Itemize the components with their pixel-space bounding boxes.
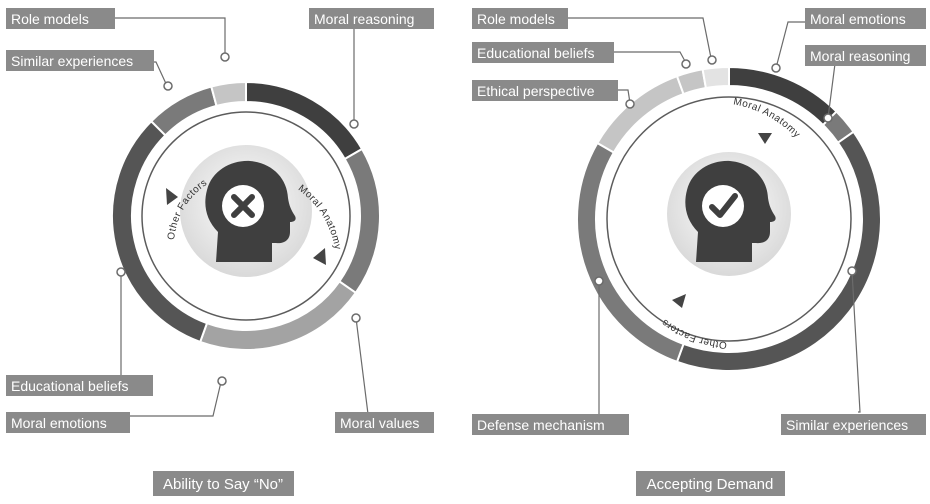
svg-text:Similar experiences: Similar experiences (11, 53, 133, 69)
left-segment-role-models (210, 80, 247, 108)
svg-text:Similar experiences: Similar experiences (786, 417, 908, 433)
svg-text:Moral emotions: Moral emotions (810, 11, 906, 27)
left-leader-moral-values (355, 317, 372, 415)
left-ring (111, 80, 381, 351)
right-dot-educational-beliefs (681, 59, 691, 69)
right-leader-ethical-perspective (618, 89, 631, 104)
left-dot-moral-reasoning (349, 119, 359, 129)
right-diagram: Moral Anatomy Other Factors Role models … (472, 8, 926, 496)
left-dot-moral-emotions (217, 376, 227, 386)
left-label-role-models: Role models (6, 8, 115, 29)
svg-text:Educational beliefs: Educational beliefs (11, 378, 129, 394)
svg-text:Ethical perspective: Ethical perspective (477, 83, 595, 99)
svg-text:Moral values: Moral values (340, 415, 419, 431)
left-diagram: Other Factors Moral Anatomy Role models … (6, 8, 434, 496)
cross-icon (222, 185, 264, 227)
right-label-role-models: Role models (472, 8, 568, 29)
left-leader-similar-experiences (154, 61, 169, 89)
left-dot-role-models (220, 52, 230, 62)
svg-text:Ability to Say “No”: Ability to Say “No” (163, 476, 283, 493)
left-dot-similar-experiences (163, 81, 173, 91)
right-inner-ring-line (606, 96, 852, 342)
left-leader-moral-emotions (130, 381, 222, 417)
right-leader-educational-beliefs (613, 51, 687, 64)
right-dot-moral-emotions (771, 63, 781, 73)
check-icon (702, 185, 744, 227)
right-segment-educational-beliefs (675, 68, 708, 96)
left-label-educational-beliefs: Educational beliefs (6, 375, 153, 396)
right-label-ethical-perspective: Ethical perspective (472, 80, 618, 101)
left-caption: Ability to Say “No” (153, 471, 294, 496)
right-leader-moral-emotions (775, 21, 806, 69)
right-leader-role-models (567, 17, 712, 59)
left-inner-ring-line (141, 111, 351, 321)
right-label-similar-experiences: Similar experiences (781, 414, 926, 435)
right-dot-role-models (707, 55, 717, 65)
left-leader-role-models (114, 17, 226, 54)
left-label-similar-experiences: Similar experiences (6, 50, 154, 71)
svg-text:Accepting Demand: Accepting Demand (647, 476, 774, 493)
svg-text:Moral reasoning: Moral reasoning (810, 48, 910, 64)
right-ring (576, 65, 882, 372)
svg-text:Defense mechanism: Defense mechanism (477, 417, 605, 433)
right-dot-moral-reasoning (823, 113, 833, 123)
svg-text:Role models: Role models (477, 11, 555, 27)
right-label-moral-reasoning: Moral reasoning (805, 45, 926, 66)
right-arrow-moral-icon (758, 133, 772, 144)
svg-text:Educational beliefs: Educational beliefs (477, 45, 595, 61)
left-label-moral-values: Moral values (335, 412, 434, 433)
right-dot-defense-mechanism (594, 276, 604, 286)
right-arrow-other-icon (672, 294, 686, 308)
left-arrow-other-icon (166, 188, 178, 205)
left-dot-educational-beliefs (116, 267, 126, 277)
right-leader-similar-experiences (851, 270, 861, 413)
right-caption: Accepting Demand (636, 471, 785, 496)
left-label-moral-reasoning: Moral reasoning (309, 8, 434, 29)
svg-text:Moral emotions: Moral emotions (11, 415, 107, 431)
right-label-moral-emotions: Moral emotions (805, 8, 926, 29)
svg-text:Moral reasoning: Moral reasoning (314, 11, 414, 27)
right-dot-similar-experiences (847, 266, 857, 276)
right-label-educational-beliefs: Educational beliefs (472, 42, 614, 63)
right-dot-ethical-perspective (625, 99, 635, 109)
left-label-moral-emotions: Moral emotions (6, 412, 130, 433)
right-label-defense-mechanism: Defense mechanism (472, 414, 629, 435)
left-arrow-moral-icon (313, 248, 326, 265)
svg-text:Role models: Role models (11, 11, 89, 27)
right-segment-role-models (701, 65, 730, 90)
left-dot-moral-values (351, 313, 361, 323)
